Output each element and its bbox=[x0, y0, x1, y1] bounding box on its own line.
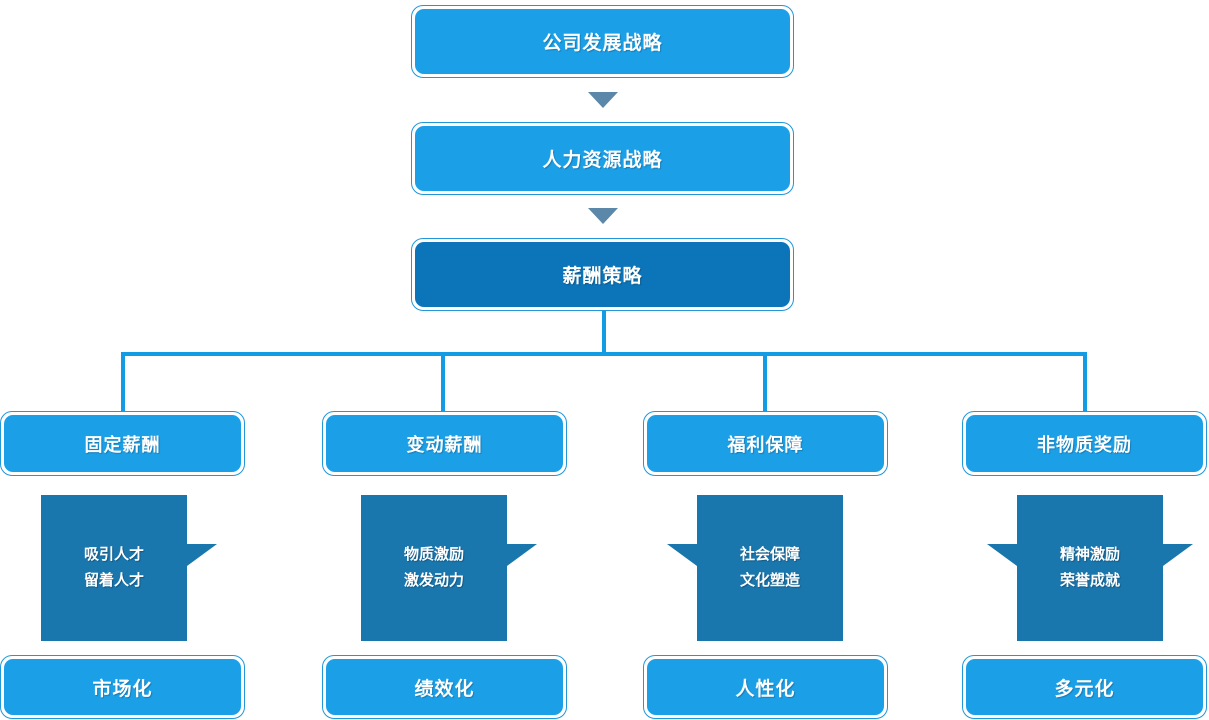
node-fill: 市场化 bbox=[4, 659, 241, 715]
node-category-nonmaterial-reward[interactable]: 非物质奖励 bbox=[962, 411, 1207, 476]
node-label: 非物质奖励 bbox=[1037, 434, 1132, 455]
down-arrow-icon-1 bbox=[588, 92, 618, 108]
node-category-benefits[interactable]: 福利保障 bbox=[643, 411, 888, 476]
callout-text: 精神激励 荣誉成就 bbox=[1017, 542, 1163, 594]
connector-drop-4 bbox=[1083, 352, 1087, 412]
node-label: 绩效化 bbox=[414, 678, 475, 700]
node-fill: 绩效化 bbox=[326, 659, 563, 715]
node-outcome-performance[interactable]: 绩效化 bbox=[322, 655, 567, 719]
node-label: 多元化 bbox=[1054, 678, 1115, 700]
callout-text: 社会保障 文化塑造 bbox=[697, 542, 843, 594]
node-label: 变动薪酬 bbox=[406, 434, 483, 455]
callout-nonmaterial-reward: 精神激励 荣誉成就 bbox=[987, 495, 1193, 641]
connector-drop-2 bbox=[441, 352, 445, 412]
callout-text: 吸引人才 留着人才 bbox=[41, 542, 187, 594]
callout-benefits: 社会保障 文化塑造 bbox=[667, 495, 843, 641]
callout-line-1: 精神激励 bbox=[1059, 546, 1120, 563]
node-label: 人力资源战略 bbox=[542, 150, 663, 171]
callout-variable-pay: 物质激励 激发动力 bbox=[361, 495, 537, 641]
callout-line-2: 激发动力 bbox=[403, 572, 464, 589]
connector-bar bbox=[121, 352, 1087, 356]
node-fill: 多元化 bbox=[966, 659, 1203, 715]
node-outcome-humanization[interactable]: 人性化 bbox=[643, 655, 888, 719]
node-company-development-strategy[interactable]: 公司发展战略 bbox=[411, 5, 794, 78]
node-fill: 固定薪酬 bbox=[4, 415, 241, 472]
node-label: 福利保障 bbox=[727, 434, 804, 455]
callout-line-2: 文化塑造 bbox=[739, 572, 800, 589]
node-hr-strategy[interactable]: 人力资源战略 bbox=[411, 122, 794, 195]
node-outcome-diversification[interactable]: 多元化 bbox=[962, 655, 1207, 719]
down-arrow-icon-2 bbox=[588, 208, 618, 224]
callout-tail-right-icon bbox=[507, 544, 537, 588]
node-label: 市场化 bbox=[92, 678, 153, 700]
node-fill: 人性化 bbox=[647, 659, 884, 715]
node-outcome-marketization[interactable]: 市场化 bbox=[0, 655, 245, 719]
node-fill: 非物质奖励 bbox=[966, 415, 1203, 472]
callout-line-2: 留着人才 bbox=[83, 572, 144, 589]
node-fill: 薪酬策略 bbox=[415, 242, 790, 307]
callout-fixed-pay: 吸引人才 留着人才 bbox=[41, 495, 217, 641]
callout-text: 物质激励 激发动力 bbox=[361, 542, 507, 594]
callout-tail-right-icon bbox=[187, 544, 217, 588]
node-fill: 人力资源战略 bbox=[415, 126, 790, 191]
node-label: 公司发展战略 bbox=[542, 33, 663, 54]
connector-drop-1 bbox=[121, 352, 125, 412]
node-category-fixed-pay[interactable]: 固定薪酬 bbox=[0, 411, 245, 476]
callout-line-1: 吸引人才 bbox=[83, 546, 144, 563]
callout-line-2: 荣誉成就 bbox=[1059, 572, 1120, 589]
callout-tail-left-icon bbox=[987, 544, 1017, 588]
callout-line-1: 社会保障 bbox=[739, 546, 800, 563]
connector-trunk bbox=[602, 310, 606, 356]
node-fill: 变动薪酬 bbox=[326, 415, 563, 472]
node-label: 人性化 bbox=[735, 678, 796, 700]
callout-tail-right-icon bbox=[1163, 544, 1193, 588]
node-compensation-policy[interactable]: 薪酬策略 bbox=[411, 238, 794, 311]
callout-tail-left-icon bbox=[667, 544, 697, 588]
connector-drop-3 bbox=[763, 352, 767, 412]
node-label: 薪酬策略 bbox=[562, 266, 643, 287]
node-category-variable-pay[interactable]: 变动薪酬 bbox=[322, 411, 567, 476]
node-fill: 公司发展战略 bbox=[415, 9, 790, 74]
node-label: 固定薪酬 bbox=[84, 434, 161, 455]
callout-line-1: 物质激励 bbox=[403, 546, 464, 563]
node-fill: 福利保障 bbox=[647, 415, 884, 472]
